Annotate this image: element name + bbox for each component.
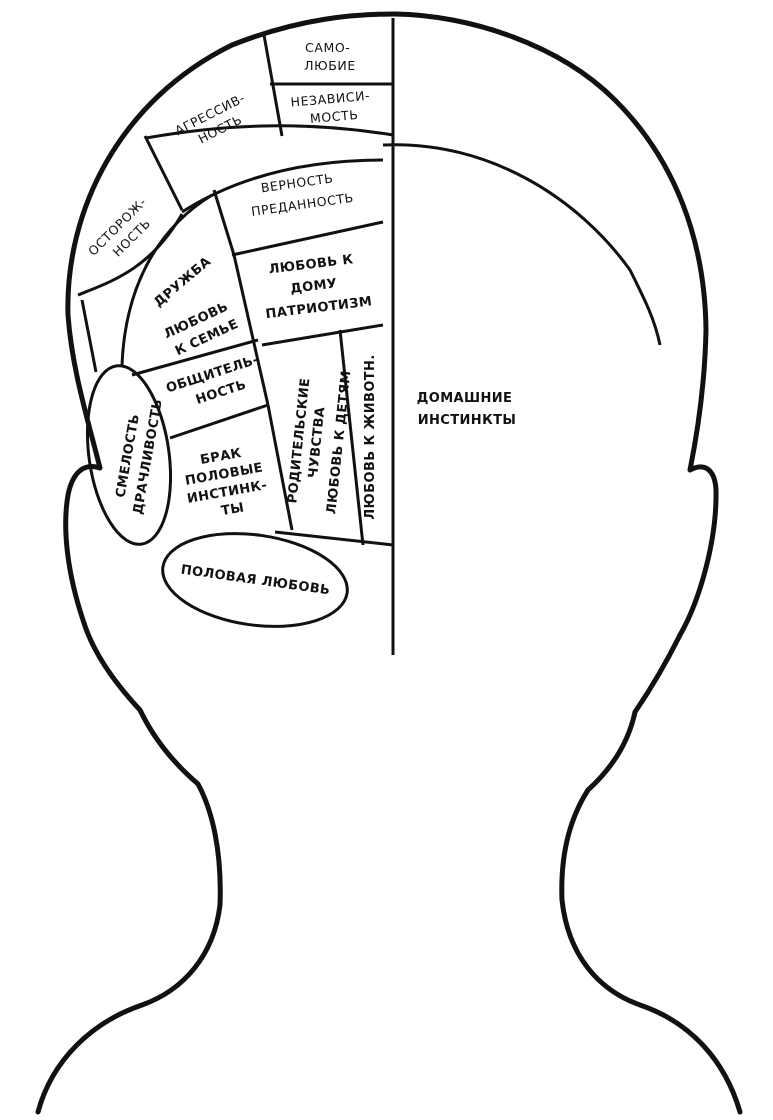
label-family-love: ЛЮБОВЬ К СЕМЬЕ <box>162 297 244 360</box>
divider-occipital <box>82 300 96 372</box>
label-aggressiveness: АГРЕССИВ- НОСТЬ <box>172 88 260 154</box>
label-caution: ОСТОРОЖ- НОСТЬ <box>85 191 165 271</box>
divider-aggression-caution <box>145 136 182 210</box>
label-love-of-home: ЛЮБОВЬ К ДОМУ ПАТРИОТИЗМ <box>259 251 373 323</box>
label-friendship: ДРУЖБА <box>151 254 214 310</box>
label-love-animals: ЛЮБОВЬ К ЖИВОТН. <box>363 354 378 519</box>
divider-home-bottom <box>262 325 383 345</box>
label-self-love: САМО- ЛЮБИЕ <box>304 40 356 73</box>
label-domestic-instincts: ДОМАШНИЕ ИНСТИНКТЫ <box>417 391 517 428</box>
divider-marriage-top <box>170 405 268 438</box>
label-courage: СМЕЛОСТЬ ДРАЧЛИВОСТЬ <box>111 394 166 515</box>
divider-fidelity-bottom <box>232 222 383 255</box>
label-sexual-love: ПОЛОВАЯ ЛЮБОВЬ <box>180 563 331 599</box>
head-outline <box>38 14 740 1112</box>
crown-arc <box>383 145 660 345</box>
label-marriage: БРАК ПОЛОВЫЕ ИНСТИНК- ТЫ <box>180 442 277 525</box>
label-parental: РОДИТЕЛЬСКИЕ ЧУВСТВА ЛЮБОВЬ К ДЕТЯМ <box>285 366 355 515</box>
label-independence: НЕЗАВИСИ- МОСТЬ <box>290 87 377 127</box>
divider-fidelity-left <box>214 190 234 255</box>
